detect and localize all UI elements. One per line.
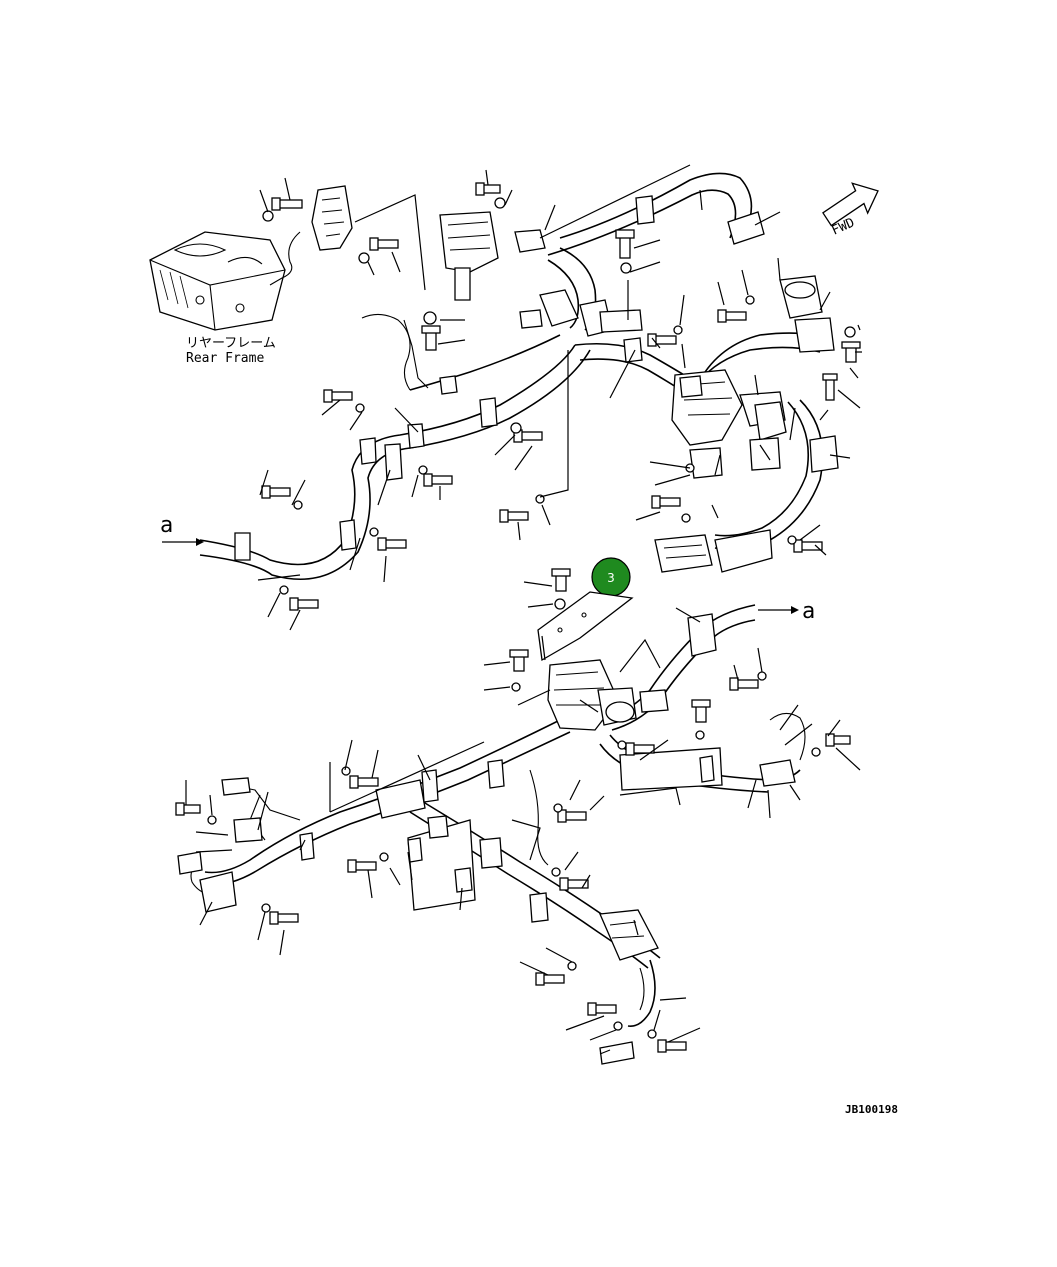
bolt-icon [822, 373, 838, 401]
bolt-icon [323, 389, 353, 403]
bolt-icon [499, 509, 529, 523]
washer-icon [279, 585, 289, 595]
bolt-icon [559, 877, 589, 891]
connector-a-right-label: a [802, 599, 815, 624]
bolt-icon [347, 859, 377, 873]
bolt-icon [475, 182, 501, 196]
callout-3-badge: 3 [591, 557, 631, 597]
upper-leader-lines [257, 164, 862, 631]
washer-icon [811, 747, 821, 757]
washer-icon [551, 867, 561, 877]
bolt-icon [377, 537, 407, 551]
washer-icon [511, 682, 521, 692]
washer-icon [757, 671, 767, 681]
washer-icon [358, 252, 370, 264]
bolt-icon [369, 237, 399, 251]
bolt-icon [261, 485, 291, 499]
bolt-icon [557, 809, 587, 823]
bolt-icon [289, 597, 319, 611]
bolt-icon [551, 568, 571, 592]
bolt-icon [729, 677, 759, 691]
upper-fasteners [261, 182, 861, 611]
washer-icon [423, 311, 437, 325]
bolt-icon [651, 495, 681, 509]
washer-icon [379, 852, 389, 862]
bolt-icon [825, 733, 851, 747]
washer-icon [418, 465, 428, 475]
washer-icon [567, 961, 577, 971]
washer-icon [844, 326, 856, 338]
bracket-plate-part [537, 591, 634, 662]
washer-icon [787, 535, 797, 545]
washer-icon [617, 740, 627, 750]
washer-icon [613, 1021, 623, 1031]
connector-a-right-arrow-icon [758, 606, 799, 614]
connector-a-left-label: a [160, 513, 173, 538]
fwd-arrow-icon [822, 182, 879, 227]
bolt-icon [615, 229, 635, 259]
washer-icon [745, 295, 755, 305]
bolt-icon [657, 1039, 687, 1053]
washer-icon [673, 325, 683, 335]
bolt-icon [625, 742, 655, 756]
bolt-icon [587, 1002, 617, 1016]
washer-icon [355, 403, 365, 413]
rear-frame-part [149, 231, 286, 331]
rear-frame-en-label: Rear Frame [186, 351, 264, 366]
washer-icon [262, 210, 274, 222]
washer-icon [293, 500, 303, 510]
washer-icon [261, 903, 271, 913]
bolt-icon [841, 341, 861, 363]
washer-icon [369, 527, 379, 537]
lower-harness [190, 604, 806, 1028]
lower-clamps [299, 759, 549, 923]
washer-icon [647, 1029, 657, 1039]
washer-icon [207, 815, 217, 825]
bolt-icon [421, 325, 441, 351]
rear-frame-jp-label: リヤーフレーム [186, 336, 276, 351]
washer-icon [494, 197, 506, 209]
bolt-icon [271, 197, 303, 211]
callout-3-number: 3 [607, 571, 615, 585]
bolt-icon [691, 699, 711, 723]
drawing-number: JB100198 [845, 1103, 898, 1116]
bolt-icon [717, 309, 747, 323]
bolt-icon [349, 775, 379, 789]
washer-icon [553, 803, 563, 813]
upper-clamps [234, 375, 498, 561]
lower-connectors [177, 613, 796, 1065]
connector-a-left-arrow-icon [162, 538, 204, 546]
bolt-icon [647, 333, 677, 347]
lower-fasteners [175, 568, 851, 1053]
bolt-icon [423, 473, 453, 487]
bolt-icon [175, 802, 201, 816]
washer-icon [510, 422, 522, 434]
washer-icon [681, 513, 691, 523]
lower-leader-lines [185, 581, 861, 1055]
bolt-icon [269, 911, 299, 925]
washer-icon [620, 262, 632, 274]
bolt-icon [793, 539, 823, 553]
washer-icon [695, 730, 705, 740]
bolt-icon [509, 649, 529, 672]
washer-icon [554, 598, 566, 610]
bolt-icon [535, 972, 565, 986]
